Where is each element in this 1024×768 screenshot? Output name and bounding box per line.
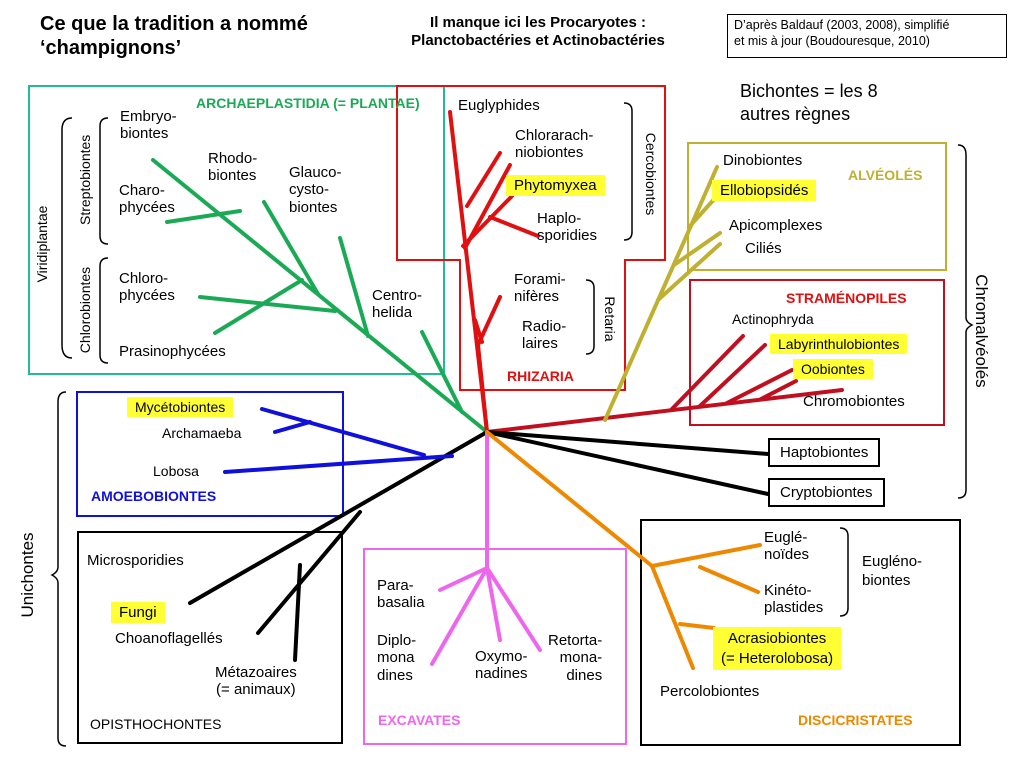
diagram-title: Ce que la tradition a nommé ‘champignons… [40,13,308,59]
discicristates-label: DISCICRISTATES [798,712,913,728]
brackets [50,102,974,747]
eugleno-biontes-label: Eugléno- biontes [862,553,923,589]
source-citation: D’après Baldauf (2003, 2008), simplifié … [727,14,1007,58]
taxon-phytomyxea: Phytomyxea [506,175,605,197]
taxon-embryobiontes: Embryo- biontes [120,108,177,143]
taxon-retortamonadines: Retorta- mona- dines [548,632,603,684]
stramenopiles-label: STRAMÉNOPILES [786,290,907,306]
rhizaria-branches [448,110,540,434]
archaeplastidia-label: ARCHAEPLASTIDIA (= PLANTAE) [196,95,420,111]
alveoles-branches [603,165,722,422]
taxon-kinetoplastides: Kinéto- plastides [764,582,824,617]
taxon-prasinophycees: Prasinophycées [119,343,226,360]
taxon-lobosa: Lobosa [153,463,199,479]
taxon-charophycees: Charo- phycées [119,182,175,217]
streptobiontes-label: Streptobiontes [77,134,93,225]
amoebobiontes-label: AMOEBOBIONTES [91,488,217,504]
taxon-labyrinthulobiontes: Labyrinthulobiontes [770,334,908,355]
taxon-choanoflagelles: Choanoflagellés [115,630,223,647]
black-branches [188,430,770,662]
taxon-radiolaires: Radio- laires [522,318,567,353]
taxon-cryptobiontes: Cryptobiontes [768,478,885,507]
alveoles-label: ALVÉOLÉS [848,167,923,183]
taxon-acrasiobiontes: Acrasiobiontes (= Heterolobosa) [713,627,842,670]
rhizaria-box [396,85,666,391]
taxon-glaucocystobiontes: Glauco- cysto- biontes [289,164,342,216]
plantae-branches [151,158,489,434]
taxon-archamaeba: Archamaeba [162,425,242,441]
taxon-metazoaires: Métazoaires (= animaux) [215,664,297,699]
amoebobiontes-box [76,391,344,517]
bichontes-note: Bichontes = les 8 autres règnes [740,81,878,124]
cercobiontes-label: Cercobiontes [643,132,659,216]
discicristates-branches [485,430,762,670]
stramenopiles-box [689,279,945,426]
rhizaria-label: RHIZARIA [507,368,574,384]
taxon-dinobiontes: Dinobiontes [723,152,803,169]
taxon-cilies: Ciliés [745,240,782,257]
taxon-fungi: Fungi [111,602,165,624]
taxon-oxymonadines: Oxymo- nadines [475,648,528,683]
taxon-euglenoides: Euglé- noïdes [764,529,810,564]
discicristates-box [640,519,961,746]
amoeba-branches [223,407,454,474]
opisthochontes-label: OPISTHOCHONTES [90,716,222,732]
stramenopiles-branches [485,334,844,434]
archaeplastidia-box [28,85,445,375]
missing-procaryotes-note: Il manque ici les Procaryotes : Planctob… [411,14,665,49]
taxon-diplomonadines: Diplo- mona dines [377,632,417,684]
taxon-oobiontes: Oobiontes [793,359,873,380]
excavates-branches [430,430,542,666]
excavates-label: EXCAVATES [378,712,461,728]
taxon-centrohelida: Centro- helida [372,287,423,322]
taxon-foraminiferes: Forami- nifères [514,271,566,306]
opisthochontes-box [77,531,343,744]
taxon-ellobiopsides: Ellobiopsidés [712,180,817,202]
taxon-chromobiontes: Chromobiontes [803,393,905,410]
taxon-parabasalia: Para- basalia [377,577,425,612]
taxon-microsporidies: Microsporidies [87,552,184,569]
taxon-apicomplexes: Apicomplexes [729,217,823,234]
taxon-rhodobiontes: Rhodo- biontes [208,150,258,185]
taxon-chlorophycees: Chloro- phycées [119,270,175,305]
chromalveoles-label: Chromalvéolés [972,274,991,388]
taxon-haplosporidies: Haplo- sporidies [537,210,598,245]
taxon-euglyphides: Euglyphides [458,97,540,114]
taxon-actinophryda: Actinophryda [732,311,814,327]
viridiplantae-label: Viridiplantae [34,205,50,283]
retaria-label: Retaria [602,296,618,342]
alveoles-box [687,142,947,271]
chlorobiontes-label: Chlorobiontes [77,266,93,354]
taxon-chlorarachniobiontes: Chlorarach- niobiontes [515,127,594,162]
unichontes-label: Unichontes [18,532,37,618]
taxon-haptobiontes: Haptobiontes [768,438,881,467]
taxon-percolobiontes: Percolobiontes [660,683,760,700]
excavates-box [363,548,627,745]
taxon-mycetobiontes: Mycétobiontes [127,397,234,418]
